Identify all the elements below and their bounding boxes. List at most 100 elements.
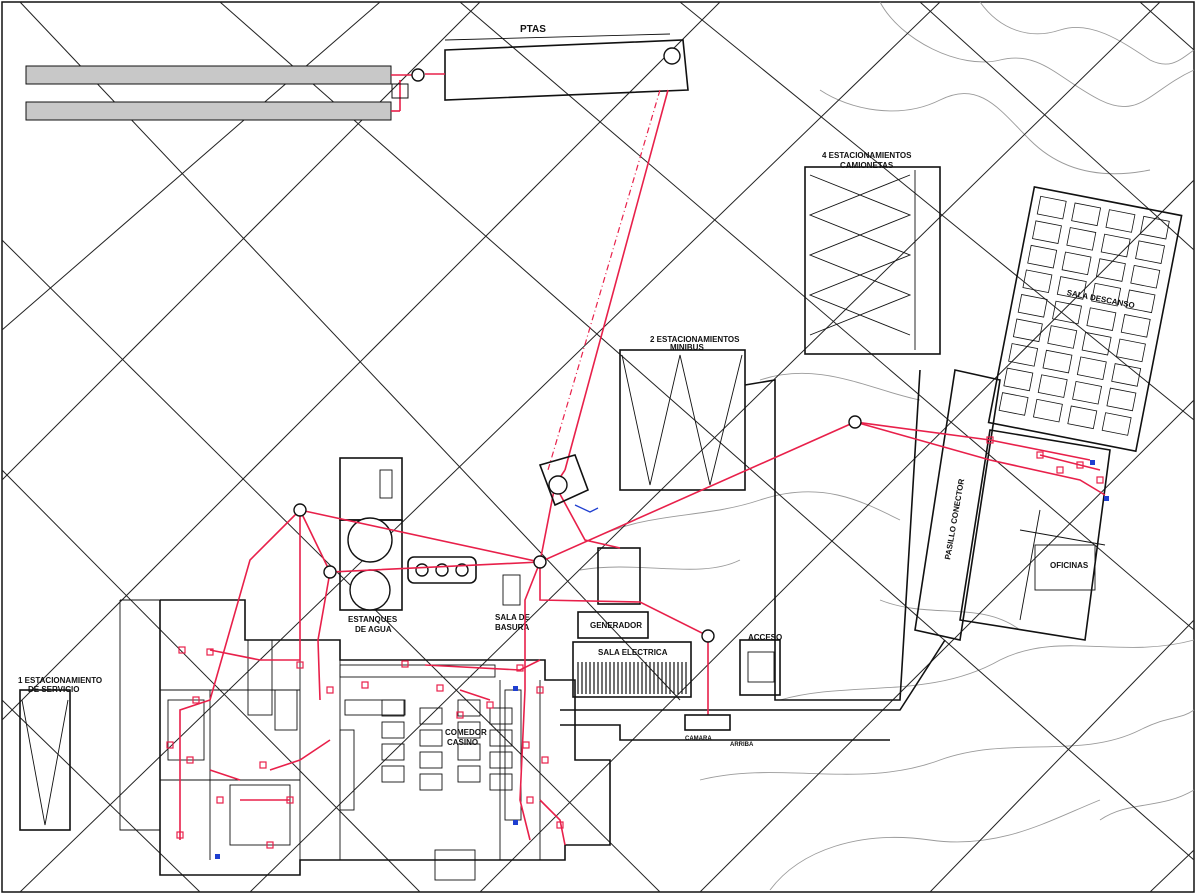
fixture-marker [541,756,549,764]
bed [1047,325,1078,349]
bed [998,392,1029,416]
parking-4-camionetas: 4 ESTACIONAMIENTOS CAMIONETAS [804,151,941,355]
fixture-marker [401,660,409,668]
dining-table [381,765,405,783]
manhole-1 [293,503,307,517]
pasillo-label: PASILLO CONECTOR [943,478,966,560]
electrical-stripes [577,662,687,694]
manhole-3 [533,555,547,569]
fixture-marker [486,701,494,709]
fixture-marker [536,686,544,694]
sala-electrica-label: SALA ELECTRICA [598,648,668,657]
fixture-marker [286,796,294,804]
bed [1130,264,1161,289]
casino-label: CASINO [447,738,478,747]
fixture-marker [456,711,464,719]
bed [1086,307,1117,331]
dining-table [419,729,443,747]
fixture-marker [178,646,186,654]
dining-table [489,751,513,769]
bed [1032,398,1063,423]
fixture-marker [176,831,184,839]
acceso-label: ACCESO [748,633,782,642]
dining-table [419,751,443,769]
bed [1081,331,1112,356]
manhole-5 [701,629,715,643]
bed [1027,244,1058,269]
bed [1071,202,1102,227]
blue-markers [215,460,1109,859]
fixture-marker [296,661,304,669]
parking-4-title: 4 ESTACIONAMIENTOS [822,151,912,160]
pasillo-oficinas: PASILLO CONECTOR OFICINAS [914,369,1111,641]
link-walls [560,369,946,741]
sala-descanso-label: SALA DESCANSO [1066,288,1135,310]
bed [1036,195,1067,220]
bed [1105,209,1136,233]
water-tanks: ESTANQUES DE AGUA [339,457,477,634]
fixture-marker [556,821,564,829]
manhole-4 [848,415,862,429]
dining-table [489,729,513,747]
fixture-marker [1056,466,1064,474]
fixture-marker [986,436,994,444]
fixture-marker [166,741,174,749]
camara-label: CAMARA [685,736,712,742]
bed [1120,314,1151,338]
grease-trap [548,475,568,495]
fixture-marker [1096,476,1104,484]
ptas-label: PTAS [520,24,546,35]
bed [1056,276,1087,300]
bed [1116,338,1146,363]
fixture-marker [259,761,267,769]
parking-1-title: 1 ESTACIONAMIENTO [18,676,102,685]
fixture-marker [516,664,524,672]
bed [1003,367,1034,392]
bed [1139,215,1170,240]
oficinas-label: OFICINAS [1050,561,1089,570]
bed [1101,412,1132,436]
fixture-marker [522,741,530,749]
drain-trench-1 [25,65,392,85]
sewer-network [179,421,1106,846]
dining-table [381,721,405,739]
dining-table [419,707,443,725]
generador-label: GENERADOR [590,621,642,630]
fixture-marker [1076,461,1084,469]
dining-table [381,699,405,717]
bed [1066,227,1097,251]
bed [1076,356,1107,381]
parking-2-minibus: 2 ESTACIONAMIENTOS MINIBUS [619,335,746,491]
bed [1100,233,1131,258]
manholes: CAMARA ARRIBA [293,415,862,748]
fixture-marker [526,796,534,804]
service-rooms: SALA DE BASURA GENERADOR SALA ELECTRICA … [495,547,782,698]
bed [1125,289,1156,314]
parking-4-sub: CAMIONETAS [840,161,894,170]
fixture-marker [326,686,334,694]
bed-grid [998,195,1170,436]
bed [1017,294,1048,318]
parking-servicio: 1 ESTACIONAMIENTO DE SERVICIO [18,676,102,831]
bed [1091,282,1122,307]
dining-table [457,699,481,717]
sala-basura-1: SALA DE [495,613,530,622]
bed [1111,363,1142,387]
dining-tables [381,699,513,791]
fixture-marker [361,681,369,689]
manhole-2 [323,565,337,579]
fixture-marker [186,756,194,764]
fixture-marker [1036,451,1044,459]
bed [1135,240,1165,264]
bed [1032,220,1062,244]
dining-table [457,721,481,739]
fixture-marker [266,841,274,849]
sala-basura-2: BASURA [495,623,529,632]
estanques-sub: DE AGUA [355,625,392,634]
bed [1012,318,1043,343]
fixture-marker [216,796,224,804]
parking-2-title: 2 ESTACIONAMIENTOS [650,335,740,344]
dining-table [457,765,481,783]
dining-table [457,743,481,761]
